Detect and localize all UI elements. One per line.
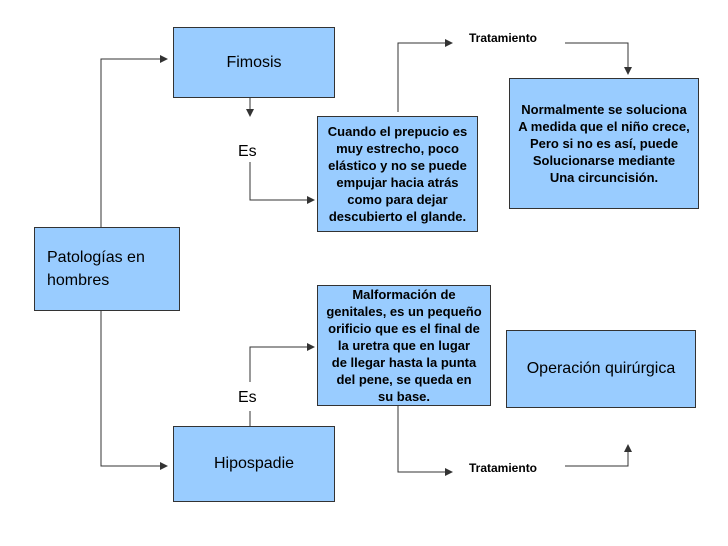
arrow-fimosis-tratamiento-a	[397, 39, 453, 112]
label-es-top: Es	[238, 143, 257, 160]
node-patologias-label: Patologías en hombres	[47, 249, 145, 289]
arrow-patologias-fimosis	[100, 55, 168, 227]
arrow-es-fimosis-def	[249, 162, 315, 204]
label-tratamiento-bottom: Tratamiento	[469, 461, 538, 475]
node-fimosis: Fimosis	[173, 27, 335, 98]
node-fimosis-label: Fimosis	[226, 53, 282, 71]
node-fimosis-definicion: Cuando el prepucio es muy estrecho, poco…	[317, 116, 478, 232]
node-fimosis-tratamiento-text: Normalmente se soluciona A medida que el…	[518, 102, 690, 185]
node-hipospadie: Hipospadie	[173, 426, 335, 502]
arrow-hipospadie-tratamiento-a	[397, 406, 453, 476]
node-patologias-en-hombres: Patologías en hombres	[34, 227, 180, 311]
label-es-bottom: Es	[238, 389, 257, 406]
node-hipospadie-tratamiento: Operación quirúrgica	[506, 330, 696, 408]
node-fimosis-definicion-text: Cuando el prepucio es muy estrecho, poco…	[327, 124, 468, 224]
node-fimosis-tratamiento: Normalmente se soluciona A medida que el…	[509, 78, 699, 209]
node-hipospadie-label: Hipospadie	[213, 455, 295, 472]
node-hipospadie-definicion: Malformación de genitales, es un pequeño…	[317, 285, 491, 406]
label-tratamiento-top: Tratamiento	[469, 31, 538, 45]
arrow-fimosis-tratamiento-b	[565, 42, 632, 75]
arrow-hipospadie-tratamiento-b	[565, 444, 632, 467]
arrow-es-hipospadie-def	[249, 343, 315, 382]
node-hipospadie-definicion-text: Malformación de genitales, es un pequeño…	[326, 287, 482, 404]
arrow-patologias-hipospadie	[100, 311, 168, 470]
node-hipospadie-tratamiento-text: Operación quirúrgica	[526, 360, 676, 377]
